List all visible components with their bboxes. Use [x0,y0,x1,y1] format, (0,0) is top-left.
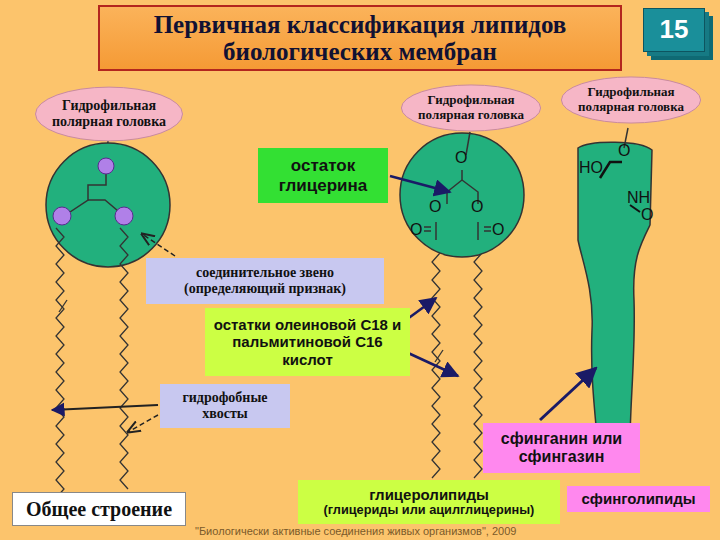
head-circle [400,133,524,257]
head-ellipse: Гидрофильная полярная головка [400,84,542,132]
double-bond [484,226,491,228]
node-text: Гидрофильная полярная головка [414,93,528,123]
glycerol-skeleton [447,170,462,204]
callout-box: гидрофобные хвосты [160,384,290,428]
page-badge: 15 [643,8,705,52]
atom-symbol: O [641,207,653,223]
fatty-tail [56,228,64,498]
node-text: (глицериды или ацилглицерины) [324,503,535,518]
leader-arrow [406,352,458,376]
fatty-tail [120,228,128,489]
double-bond [435,350,443,362]
double-bond [484,230,491,232]
node-text: 15 [660,15,689,45]
head-ellipse: Гидрофильная полярная головка [560,76,702,124]
double-bond [424,230,431,232]
callout-box: сфинганин или сфингазин [483,423,640,473]
node-text: глицеролипиды [369,486,489,503]
callout-box: остаток глицерина [258,148,388,203]
atom-symbol: O [429,199,441,215]
head-circle [46,143,170,267]
sphingoid-body [578,142,652,470]
node-text: остатки олеиновой С18 и пальмитиновой С1… [212,316,403,368]
node-text: соединительное звено (определяющий призн… [153,265,377,297]
backbone [64,166,106,216]
node-text: сфинганин или сфингазин [490,430,633,467]
atom-symbol: O [492,222,504,238]
double-bond [59,300,67,312]
leader-arrow [142,234,175,256]
joint-ball [98,158,114,174]
double-bond [424,226,431,228]
caption-box: Общее строение [12,492,186,526]
node-text: гидрофобные хвосты [167,390,283,422]
bond [435,222,437,240]
atom-symbol: HO [579,160,603,176]
fatty-tail [474,244,482,478]
node-text: сфинголипиды [582,490,696,507]
callout-box: соединительное звено (определяющий призн… [146,258,384,304]
atom-symbol: O [471,199,483,215]
node-text: Гидрофильная полярная головка [574,85,688,115]
joint-ball [53,207,71,225]
watermark: "Биологически активные соединения живых … [195,526,516,537]
class-box: сфинголипиды [567,486,710,512]
leader-arrow [406,298,436,320]
node-text: Гидрофильная полярная головка [48,98,170,130]
leader-arrow [540,368,596,420]
node-text: Общее строение [26,498,172,521]
node-text: остаток глицерина [265,156,381,195]
joint-ball [115,207,133,225]
bond [630,205,640,212]
atom-symbol: O [455,150,467,166]
class-box: глицеролипиды(глицериды или ацилглицерин… [298,480,560,524]
title-box: Первичная классификация липидов биологич… [98,5,622,71]
head-ellipse: Гидрофильная полярная головка [34,86,184,142]
leader-arrow [128,415,158,432]
atom-symbol: O [410,222,422,238]
bond [477,222,479,240]
atom-symbol: O [618,143,630,159]
leader-arrow [52,405,158,410]
sphingosine-chain [600,162,622,178]
atom-symbol: NH [627,190,650,206]
callout-box: остатки олеиновой С18 и пальмитиновой С1… [205,308,410,376]
leader-arrow [390,176,450,192]
